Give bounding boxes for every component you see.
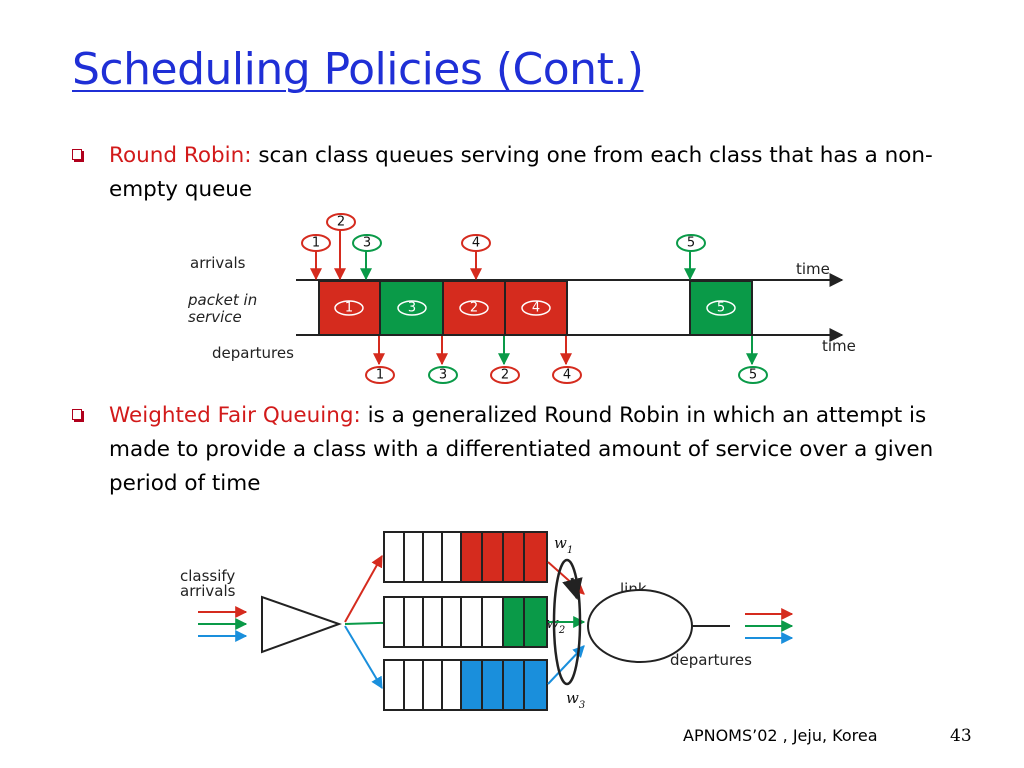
- bullet-text: scan class queues serving one from each …: [109, 143, 933, 202]
- bullet-round-robin: Round Robin: scan class queues serving o…: [72, 139, 972, 207]
- round-robin-scheduler: [552, 558, 582, 686]
- link-circle: [587, 589, 693, 663]
- bullet-text: is a generalized Round Robin in which an…: [109, 403, 934, 496]
- time-label: time: [822, 337, 856, 355]
- departures-label: departures: [212, 344, 294, 362]
- arrival-label: 3: [363, 236, 371, 251]
- departures-label: departures: [670, 651, 752, 669]
- bullet-square-icon: [72, 409, 82, 420]
- service-packet-label: 3: [408, 301, 416, 316]
- service-packet: [689, 280, 753, 336]
- departure-label: 4: [563, 368, 571, 383]
- classify-arrivals-label: classify: [180, 567, 235, 585]
- departure-label: 1: [376, 368, 384, 383]
- packet-in-service-label: packet in: [187, 291, 257, 309]
- page-number: 43: [950, 726, 972, 746]
- arrival-label: 4: [472, 236, 480, 251]
- service-packet: [318, 280, 381, 336]
- arrival-label: 5: [687, 236, 695, 251]
- service-packet-label: 2: [470, 301, 478, 316]
- queue-class-1: [383, 531, 548, 583]
- slide-footer: APNOMS’02 , Jeju, Korea: [683, 726, 878, 745]
- service-packet: [504, 280, 568, 336]
- weight-label: w1: [554, 534, 573, 556]
- weight-label: w3: [566, 689, 585, 711]
- classifier-triangle: [261, 595, 342, 654]
- slide-title: Scheduling Policies (Cont.): [72, 44, 644, 95]
- round-robin-diagram: arrivals packet in service departures ti…: [187, 213, 856, 384]
- departure-label: 5: [749, 368, 757, 383]
- service-packet-label: 4: [532, 301, 540, 316]
- service-packet-label: 1: [345, 301, 353, 316]
- queue-class-3: [383, 659, 548, 711]
- queue-class-2: [383, 596, 548, 648]
- bullet-highlight: Weighted Fair Queuing:: [109, 403, 361, 428]
- bullet-highlight: Round Robin:: [109, 143, 252, 168]
- time-label: time: [796, 260, 830, 278]
- arrivals-label: arrivals: [190, 254, 246, 272]
- classify-arrivals-label: arrivals: [180, 582, 236, 600]
- wfq-diagram: classify arrivals link departures: [180, 531, 794, 711]
- arrival-label: 2: [337, 215, 345, 230]
- departure-label: 2: [501, 368, 509, 383]
- weight-label: w2: [546, 614, 565, 636]
- service-packet-label: 5: [717, 301, 725, 316]
- packet-in-service-label: service: [188, 308, 242, 326]
- arrival-label: 1: [312, 236, 320, 251]
- departure-label: 3: [439, 368, 447, 383]
- bullet-square-icon: [72, 149, 82, 160]
- bullet-weighted-fair-queuing: Weighted Fair Queuing: is a generalized …: [72, 399, 972, 501]
